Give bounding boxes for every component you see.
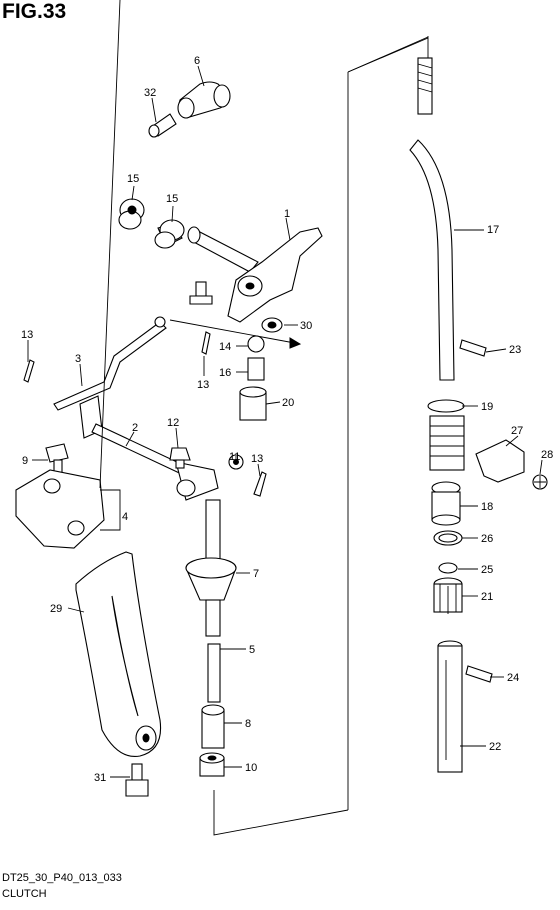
callouts: 6 32 15 15 1 17 30 13 3 14 13 16 23 20 1… — [21, 55, 553, 784]
callout-24: 24 — [507, 672, 519, 684]
callout-13: 13 — [251, 453, 263, 465]
callout-27: 27 — [511, 425, 523, 437]
callout-21: 21 — [481, 591, 493, 603]
part-18-collar — [431, 481, 461, 526]
part-32-cap — [148, 113, 177, 138]
figure-name: CLUTCH — [2, 888, 47, 900]
part-12-bolt — [169, 447, 191, 469]
part-15-bushing-a — [118, 198, 145, 230]
assembly-boundary — [347, 36, 429, 73]
part-5-rod — [207, 643, 221, 703]
part-1-shift-lever — [187, 226, 323, 323]
callout-4: 4 — [122, 511, 128, 523]
part-26-o-ring — [433, 530, 463, 546]
assembly-arrow — [169, 319, 301, 345]
part-25-washer — [438, 562, 458, 574]
part-4-clamp — [15, 469, 105, 549]
part-19-bellows — [427, 399, 465, 471]
callout-3: 3 — [75, 353, 81, 365]
part-8-nut — [201, 704, 225, 749]
callout-5: 5 — [249, 644, 255, 656]
part-27-clip — [475, 439, 525, 483]
part-17-cable — [409, 57, 455, 381]
part-14-ball — [247, 335, 265, 353]
part-3-link-rod — [53, 316, 167, 411]
part-23-pin — [459, 339, 487, 357]
callout-25: 25 — [481, 564, 493, 576]
callout-15: 15 — [127, 173, 139, 185]
part-20-bushing — [239, 386, 267, 421]
callout-28: 28 — [541, 449, 553, 461]
part-13-cotter-pin-a — [23, 359, 35, 383]
callout-1: 1 — [284, 208, 290, 220]
part-21-gear — [433, 577, 463, 614]
leader-lines — [27, 0, 543, 778]
part-15-bushing-b — [154, 219, 185, 249]
part-22-shaft — [437, 640, 463, 773]
callout-22: 22 — [489, 741, 501, 753]
callout-32: 32 — [144, 87, 156, 99]
callout-31: 31 — [94, 772, 106, 784]
part-6-pin — [177, 81, 231, 119]
callout-26: 26 — [481, 533, 493, 545]
arrow-head — [289, 337, 302, 349]
part-29-handle — [75, 551, 162, 758]
callout-30: 30 — [300, 320, 312, 332]
callout-11: 11 — [229, 451, 240, 463]
part-10-nut — [199, 752, 225, 777]
callout-9: 9 — [22, 455, 28, 467]
part-16-spring — [247, 357, 265, 381]
callout-10: 10 — [245, 762, 257, 774]
callout-7: 7 — [253, 568, 259, 580]
callout-12: 12 — [167, 417, 179, 429]
callout-29: 29 — [50, 603, 62, 615]
part-9-bolt — [45, 443, 69, 475]
figure-title: FIG.33 — [2, 0, 67, 23]
part-13-cotter-pin-b — [201, 331, 211, 355]
callout-19: 19 — [481, 401, 493, 413]
callout-13: 13 — [21, 329, 33, 341]
part-13-cotter-pin-c — [253, 471, 267, 497]
callout-18: 18 — [481, 501, 493, 513]
callout-6: 6 — [194, 55, 200, 67]
part-24-pin — [465, 665, 493, 683]
callout-2: 2 — [132, 422, 138, 434]
callout-16: 16 — [219, 367, 231, 379]
part-28-screw — [532, 474, 548, 490]
callout-20: 20 — [282, 397, 294, 409]
callout-23: 23 — [509, 344, 521, 356]
callout-14: 14 — [219, 341, 231, 353]
callout-13: 13 — [197, 379, 209, 391]
figure-code: DT25_30_P40_013_033 — [2, 872, 122, 884]
assembly-boundary-path — [213, 37, 429, 836]
part-7-boot — [185, 499, 237, 637]
callout-15: 15 — [166, 193, 178, 205]
part-bolt-upper — [189, 281, 213, 305]
callout-8: 8 — [245, 718, 251, 730]
callout-17: 17 — [487, 224, 499, 236]
part-30-washer — [261, 317, 283, 333]
part-2-shaft — [79, 395, 219, 501]
part-31-bolt — [125, 763, 149, 797]
